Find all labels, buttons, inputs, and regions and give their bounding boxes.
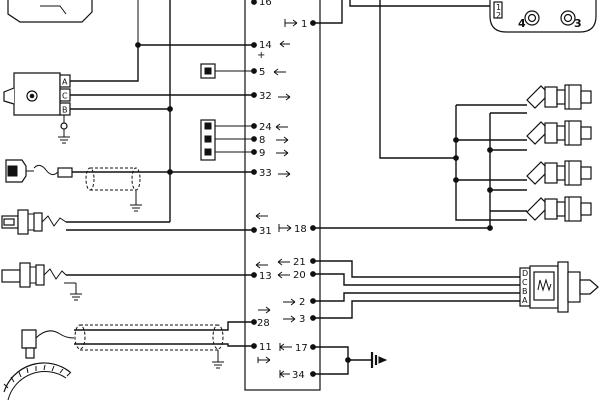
pin-33: 33 [259, 168, 272, 179]
temperature-sensor [5, 159, 142, 212]
right-wiring [313, 0, 527, 375]
pin-18: 18 [294, 224, 307, 235]
pin-11: 11 [259, 342, 272, 353]
pin-14: 14 [259, 40, 272, 51]
ignition-coil: 1 2 4 3 [489, 0, 597, 33]
pin-13: 13 [259, 271, 272, 282]
abc-sensor: A C B [3, 72, 71, 144]
pin-1: 1 [301, 19, 307, 30]
pin-9: 9 [259, 148, 265, 159]
pin-20: 20 [293, 270, 306, 281]
sensor-pin-b: B [62, 106, 68, 115]
lambda-sensor-2 [1, 262, 82, 301]
coil-terminal-3: 3 [574, 17, 582, 30]
pin-3: 3 [299, 314, 305, 325]
ecu-pins: 16 14 + 5 32 24 8 9 33 31 [200, 0, 316, 381]
top-left-component [7, 0, 141, 48]
sensor-pin-c: C [62, 92, 68, 101]
svg-text:1: 1 [496, 3, 501, 12]
crank-sensor [21, 324, 224, 369]
sensor-pin-a: A [62, 78, 68, 87]
pin-21: 21 [293, 257, 306, 268]
left-wiring [66, 0, 254, 347]
injector-4 [526, 196, 592, 222]
svg-text:2: 2 [496, 11, 501, 20]
actuator-pin-a: A [522, 296, 528, 305]
coil-terminal-4: 4 [518, 17, 526, 30]
pin-16: 16 [259, 0, 272, 8]
pin-28: 28 [257, 318, 270, 329]
idle-actuator: D C B A [519, 261, 599, 313]
plus-sign: + [257, 50, 265, 61]
actuator-pin-b: B [522, 287, 528, 296]
injector-3 [526, 160, 592, 186]
tone-wheel [3, 362, 72, 400]
pin-24: 24 [259, 122, 272, 133]
lambda-sensor-1 [1, 209, 67, 235]
actuator-pin-d: D [522, 269, 528, 278]
injector-2 [526, 120, 592, 146]
pin-8: 8 [259, 135, 265, 146]
pin-5: 5 [259, 67, 265, 78]
pin-2: 2 [299, 297, 305, 308]
pin-34: 34 [292, 370, 305, 381]
injector-1 [526, 84, 592, 110]
pin-32: 32 [259, 91, 272, 102]
pin-31: 31 [259, 226, 272, 237]
pin-17: 17 [295, 343, 308, 354]
ecu-box [244, 0, 321, 391]
actuator-pin-c: C [522, 278, 528, 287]
